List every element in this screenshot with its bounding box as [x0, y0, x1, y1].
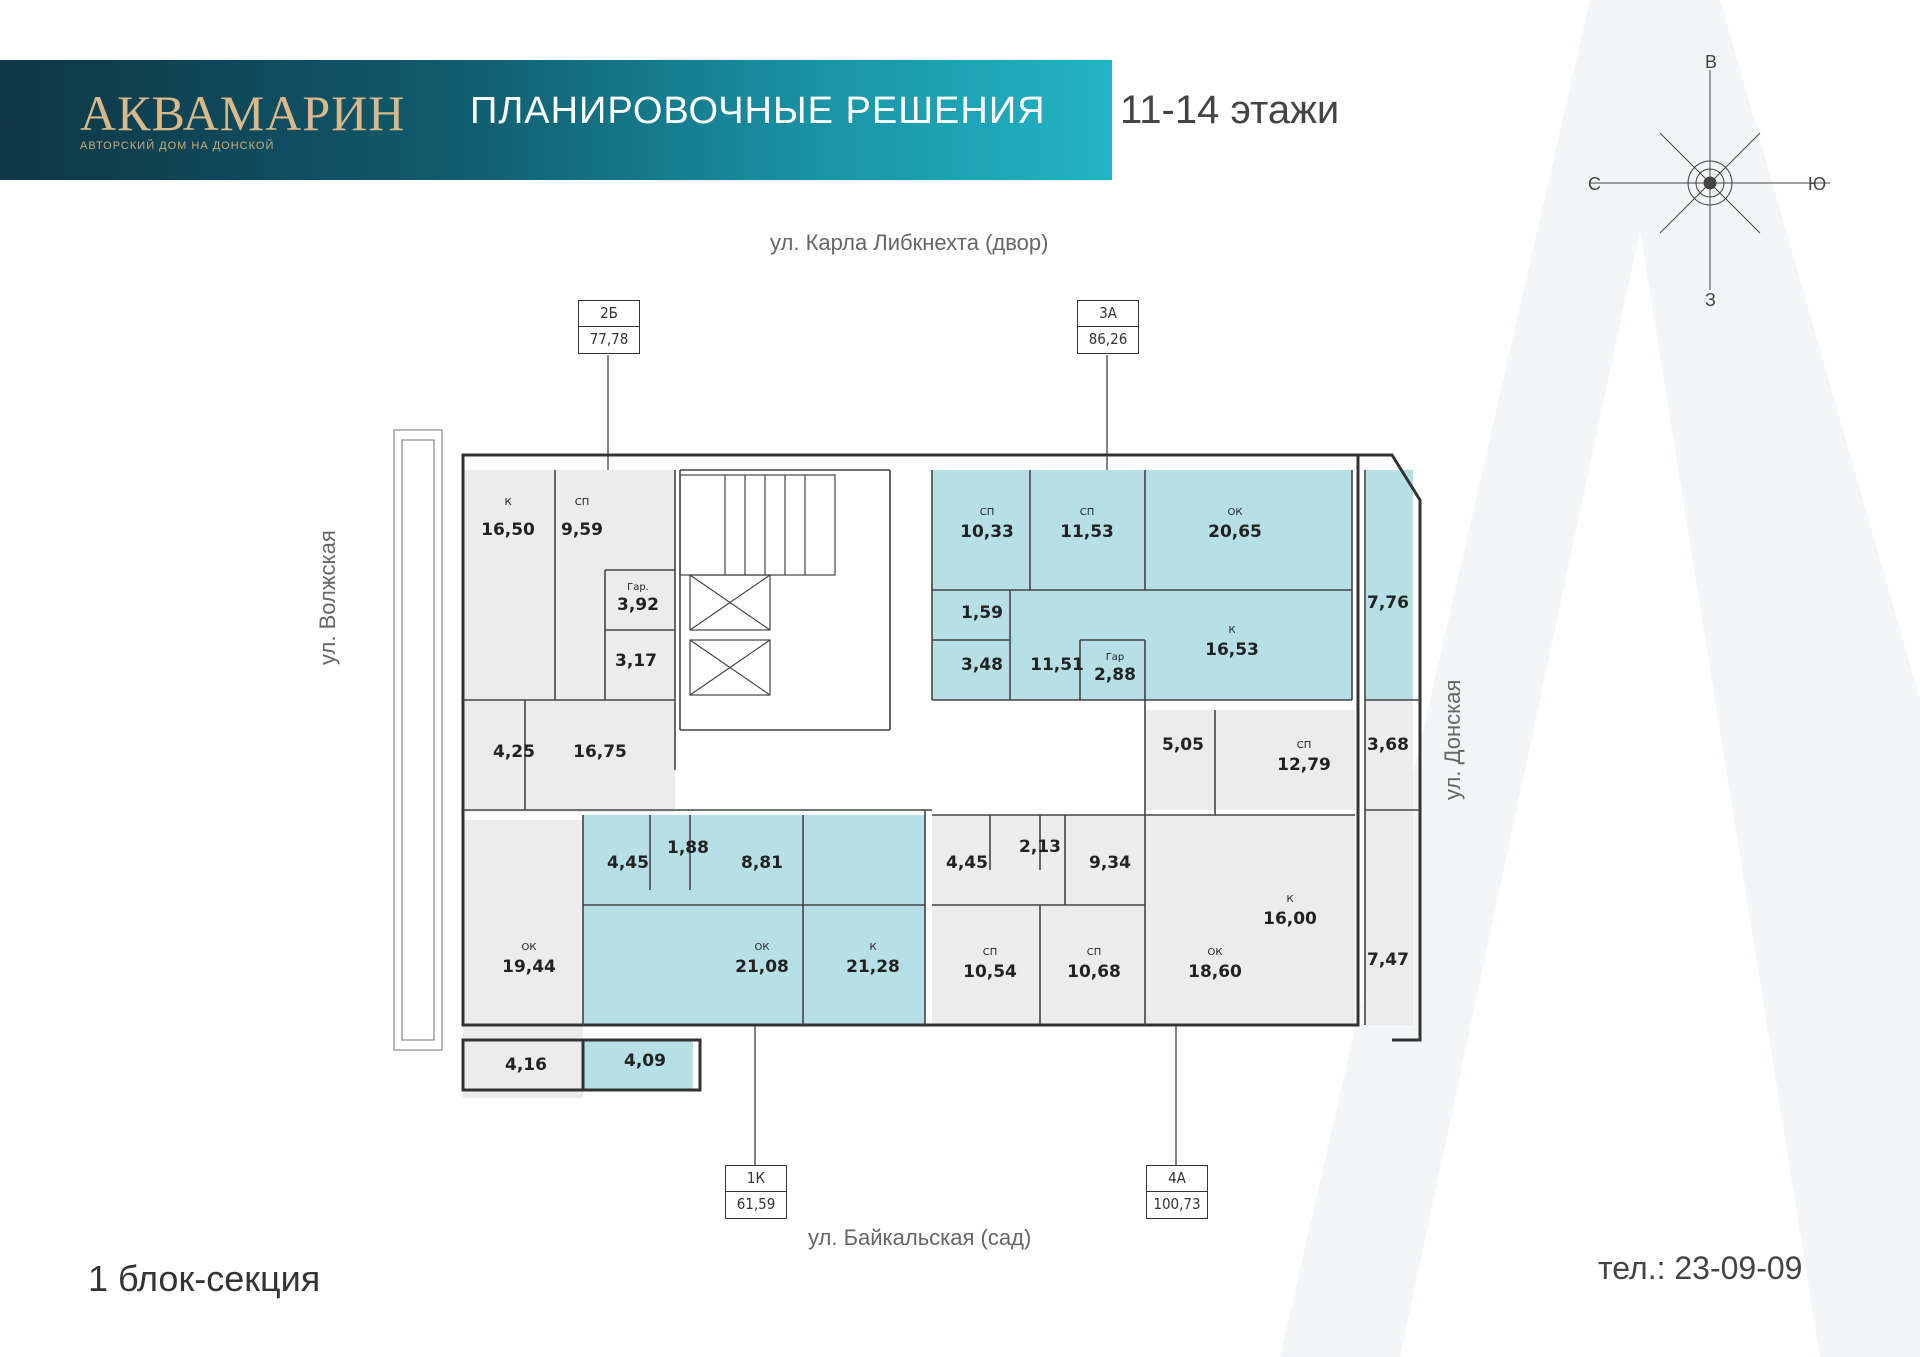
compass-rose-icon: В З С Ю [1588, 52, 1830, 310]
room-area: 7,47 [1367, 950, 1409, 970]
room-type: ОК [1228, 507, 1243, 518]
street-top-label: ул. Карла Либкнехта (двор) [770, 230, 1049, 255]
room-area: 10,54 [963, 962, 1017, 982]
room-type: К [1286, 894, 1293, 905]
room-area: 18,60 [1188, 962, 1242, 982]
room-type: СП [1297, 740, 1312, 751]
room-area: 10,68 [1067, 962, 1121, 982]
room-area: 3,92 [617, 595, 659, 615]
apartment-area: 86,26 [1088, 330, 1128, 348]
apartment-4a-fill [1040, 700, 1413, 1025]
apartment-area: 100,73 [1153, 1195, 1201, 1213]
page-title: ПЛАНИРОВОЧНЫЕ РЕШЕНИЯ [470, 90, 1046, 132]
room-type: К [1228, 625, 1235, 636]
room-area: 5,05 [1162, 735, 1204, 755]
stairwell [679, 474, 836, 576]
room-area: 4,25 [493, 742, 535, 762]
room-type: ОК [1208, 947, 1223, 958]
apartment-1k-fill [583, 815, 925, 1090]
apartment-tag-3a[interactable]: 3А 86,26 [1077, 300, 1139, 354]
room-area: 10,33 [960, 522, 1014, 542]
room-type: Гар [1106, 652, 1125, 663]
room-area: 16,00 [1263, 909, 1317, 929]
apartment-2b-fill [463, 470, 675, 1098]
room-area: 20,65 [1208, 522, 1262, 542]
room-area: 1,88 [667, 838, 709, 858]
room-area: 8,81 [741, 853, 783, 873]
room-area: 11,53 [1060, 522, 1114, 542]
room-type: СП [983, 947, 998, 958]
room-type: К [869, 942, 876, 953]
internal-walls [463, 469, 1420, 1025]
room-area: 3,48 [961, 655, 1003, 675]
room-type: ОК [522, 942, 537, 953]
room-area: 1,59 [961, 603, 1003, 623]
room-area: 2,88 [1094, 665, 1136, 685]
apartment-area: 77,78 [589, 330, 629, 348]
apartment-mid-fill [932, 815, 1040, 1025]
header-banner: АКВАМАРИН АВТОРСКИЙ ДОМ НА ДОНСКОЙ ПЛАНИ… [0, 60, 1112, 180]
apartment-code: 4А [1147, 1166, 1207, 1192]
room-area: 11,51 [1030, 655, 1084, 675]
room-type: СП [1080, 507, 1095, 518]
room-area: 12,79 [1277, 755, 1331, 775]
room-type: СП [1087, 947, 1102, 958]
phone-number[interactable]: тел.: 23-09-09 [1598, 1250, 1803, 1286]
room-area: 9,59 [561, 520, 603, 540]
room-area: 4,45 [946, 853, 988, 873]
room-area: 19,44 [502, 957, 556, 977]
room-area: 4,09 [624, 1051, 666, 1071]
room-area: 7,76 [1367, 593, 1409, 613]
room-type: ОК [755, 942, 770, 953]
compass-west-label: З [1705, 290, 1716, 310]
room-area: 4,45 [607, 853, 649, 873]
apartment-3a-fill [932, 470, 1413, 700]
apartment-tag-2b[interactable]: 2Б 77,78 [578, 300, 640, 354]
room-area: 2,13 [1019, 837, 1061, 857]
room-type: К [504, 497, 511, 508]
floors-label: 11-14 этажи [1120, 88, 1340, 132]
street-bottom-label: ул. Байкальская (сад) [808, 1225, 1032, 1250]
room-area: 4,16 [505, 1055, 547, 1075]
elevator-2 [689, 639, 771, 696]
room-type: СП [980, 507, 995, 518]
compass-south-label: Ю [1808, 174, 1826, 194]
building-outline [461, 453, 1422, 1092]
room-area: 16,53 [1205, 640, 1259, 660]
compass-north-label: С [1588, 174, 1601, 194]
room-area: 21,28 [846, 957, 900, 977]
room-area: 3,68 [1367, 735, 1409, 755]
room-area: 16,50 [481, 520, 535, 540]
apartment-code: 1К [726, 1166, 786, 1192]
room-area: 21,08 [735, 957, 789, 977]
apartment-area: 61,59 [736, 1195, 776, 1213]
compass-east-label: В [1705, 52, 1717, 72]
left-facade-strip [393, 429, 443, 1051]
room-area: 16,75 [573, 742, 627, 762]
apartment-tag-1k[interactable]: 1К 61,59 [725, 1165, 787, 1219]
room-type: Гар. [627, 582, 649, 593]
room-area: 9,34 [1089, 853, 1131, 873]
room-labels: К 16,50 СП 9,59 Гар. 3,92 3,17 4,25 16,7… [481, 497, 1409, 1075]
room-type: СП [575, 497, 590, 508]
brand-logo: АКВАМАРИН [80, 85, 406, 141]
tag-leader-lines [607, 355, 1177, 1165]
section-label: 1 блок-секция [88, 1258, 321, 1299]
apartment-code: 3А [1078, 301, 1138, 327]
apartment-tag-4a[interactable]: 4А 100,73 [1146, 1165, 1208, 1219]
elevator-1 [689, 574, 771, 631]
room-area: 3,17 [615, 651, 657, 671]
apartment-code: 2Б [579, 301, 639, 327]
brand-subtitle: АВТОРСКИЙ ДОМ НА ДОНСКОЙ [80, 140, 275, 152]
